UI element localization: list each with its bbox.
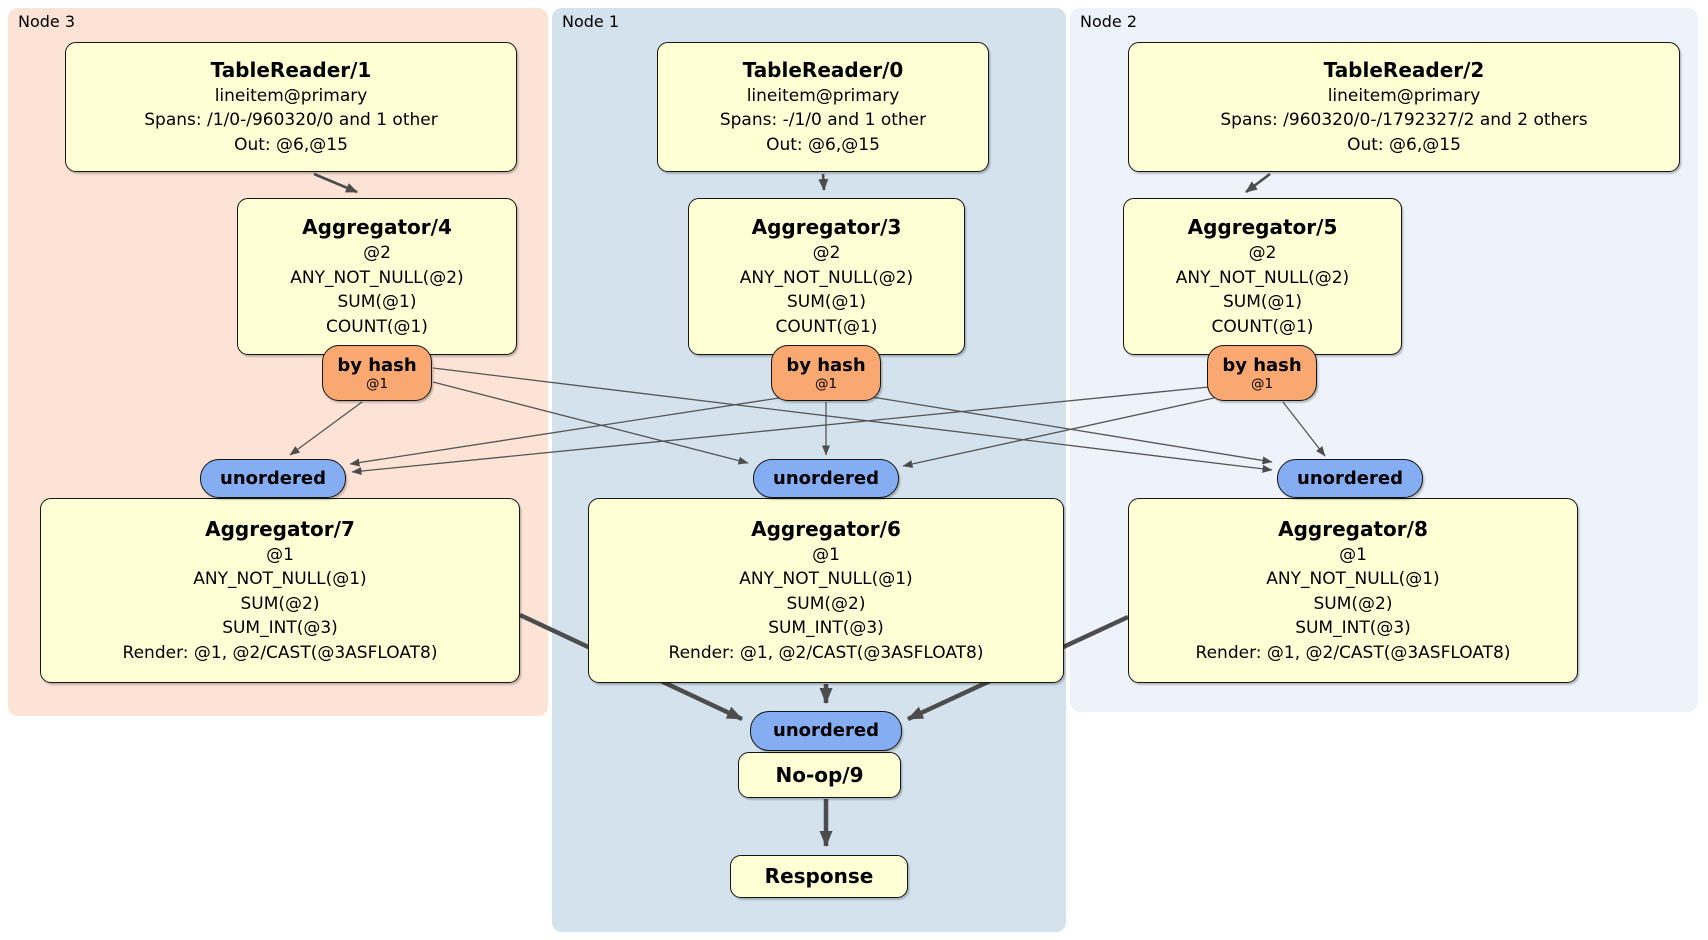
box-line: ANY_NOT_NULL(@1) (739, 569, 913, 590)
box-line: ANY_NOT_NULL(@2) (1175, 267, 1350, 288)
noop-9-box: No-op/9 (738, 752, 901, 798)
box-title: Aggregator/4 (302, 215, 452, 239)
box-line: lineitem@primary (214, 85, 368, 106)
box-line: @1 (1339, 544, 1367, 565)
box-line: SUM(@1) (787, 292, 866, 312)
box-line: SUM_INT(@3) (1295, 618, 1411, 639)
box-line: @1 (812, 544, 840, 565)
aggregator-3-box: Aggregator/3 @2 ANY_NOT_NULL(@2) SUM(@1)… (688, 198, 965, 355)
box-title: Aggregator/3 (751, 215, 902, 239)
router-label: by hash (1222, 354, 1302, 376)
box-line: SUM(@2) (1313, 593, 1393, 614)
box-title: Aggregator/8 (1278, 516, 1428, 541)
box-title: Response (764, 864, 874, 888)
box-line: lineitem@primary (746, 85, 900, 106)
box-line: Render: @1, @2/CAST(@3ASFLOAT8) (122, 642, 438, 663)
box-line: Render: @1, @2/CAST(@3ASFLOAT8) (1195, 642, 1511, 663)
router-by-hash-1: by hash @1 (322, 345, 432, 401)
sync-label: unordered (773, 720, 879, 741)
box-line: ANY_NOT_NULL(@1) (193, 569, 367, 590)
box-line: Spans: /1/0-/960320/0 and 1 other (144, 110, 438, 131)
box-line: ANY_NOT_NULL(@1) (1266, 569, 1440, 590)
box-line: COUNT(@1) (775, 316, 878, 337)
box-line: @2 (1248, 243, 1277, 263)
sync-unordered-1: unordered (200, 459, 346, 498)
box-line: SUM(@1) (1223, 292, 1302, 312)
aggregator-8-box: Aggregator/8 @1 ANY_NOT_NULL(@1) SUM(@2)… (1128, 498, 1578, 683)
box-line: COUNT(@1) (1211, 316, 1314, 337)
node-3-label: Node 3 (18, 12, 76, 31)
box-line: @1 (266, 544, 294, 565)
box-line: @2 (363, 243, 391, 263)
box-line: SUM_INT(@3) (768, 618, 884, 639)
box-title: TableReader/0 (742, 57, 904, 82)
tablereader-2-box: TableReader/2 lineitem@primary Spans: /9… (1128, 42, 1680, 172)
box-line: COUNT(@1) (326, 316, 428, 337)
sync-unordered-final: unordered (750, 711, 902, 751)
box-line: Render: @1, @2/CAST(@3ASFLOAT8) (668, 642, 984, 663)
box-title: TableReader/2 (1323, 57, 1485, 82)
tablereader-1-box: TableReader/1 lineitem@primary Spans: /1… (65, 42, 517, 172)
box-line: ANY_NOT_NULL(@2) (290, 267, 464, 288)
sync-label: unordered (220, 467, 326, 489)
box-line: Spans: /960320/0-/1792327/2 and 2 others (1220, 110, 1588, 131)
box-line: SUM(@2) (240, 593, 320, 614)
router-by-hash-3: by hash @1 (1207, 345, 1317, 401)
router-label: by hash (337, 354, 417, 376)
router-by-hash-2: by hash @1 (771, 345, 881, 401)
sync-label: unordered (773, 467, 879, 489)
node-1-label: Node 1 (562, 12, 620, 31)
box-line: SUM_INT(@3) (222, 618, 338, 639)
tablereader-0-box: TableReader/0 lineitem@primary Spans: -/… (657, 42, 989, 172)
box-line: ANY_NOT_NULL(@2) (739, 267, 914, 288)
router-detail: @1 (814, 375, 838, 392)
box-line: Out: @6,@15 (1347, 134, 1461, 155)
aggregator-4-box: Aggregator/4 @2 ANY_NOT_NULL(@2) SUM(@1)… (237, 198, 517, 355)
box-line: Spans: -/1/0 and 1 other (719, 110, 927, 131)
box-line: Out: @6,@15 (234, 134, 348, 155)
box-line: @2 (812, 243, 841, 263)
box-title: Aggregator/6 (751, 516, 901, 541)
sync-label: unordered (1297, 467, 1403, 489)
box-title: TableReader/1 (210, 57, 372, 82)
box-title: Aggregator/7 (205, 516, 355, 541)
sync-unordered-2: unordered (753, 459, 899, 498)
router-detail: @1 (365, 375, 389, 392)
router-label: by hash (786, 354, 866, 376)
box-title: Aggregator/5 (1187, 215, 1338, 239)
aggregator-6-box: Aggregator/6 @1 ANY_NOT_NULL(@1) SUM(@2)… (588, 498, 1064, 683)
box-line: SUM(@1) (337, 292, 417, 312)
box-line: lineitem@primary (1327, 85, 1481, 106)
box-title: No-op/9 (775, 762, 864, 787)
response-box: Response (730, 855, 908, 898)
box-line: Out: @6,@15 (766, 134, 880, 155)
box-line: SUM(@2) (786, 593, 866, 614)
router-detail: @1 (1250, 375, 1274, 392)
sync-unordered-3: unordered (1277, 459, 1423, 498)
node-2-label: Node 2 (1080, 12, 1138, 31)
aggregator-5-box: Aggregator/5 @2 ANY_NOT_NULL(@2) SUM(@1)… (1123, 198, 1402, 355)
aggregator-7-box: Aggregator/7 @1 ANY_NOT_NULL(@1) SUM(@2)… (40, 498, 520, 683)
